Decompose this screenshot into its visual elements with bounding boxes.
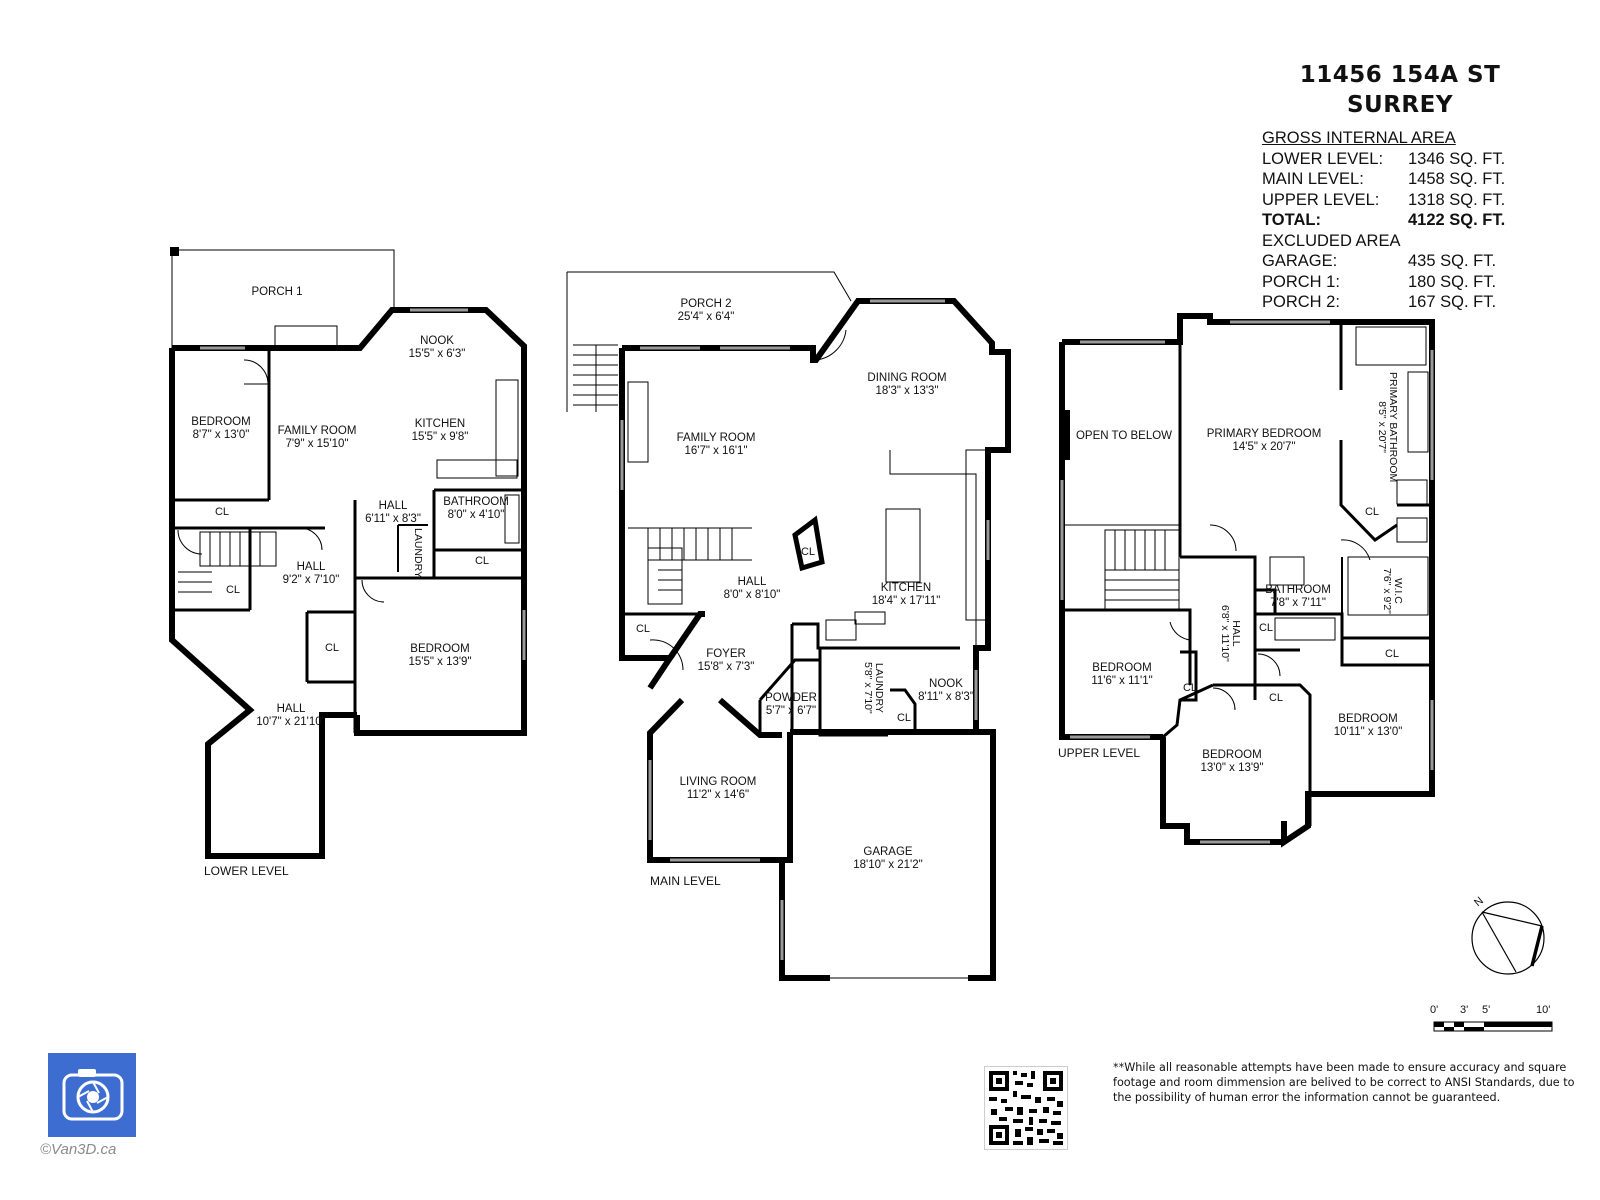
area-value: 4122 SQ. FT. (1408, 211, 1506, 229)
area-key: PORCH 2: (1262, 293, 1340, 311)
scale-tick: 5' (1482, 1004, 1491, 1016)
closet-label: CL (1384, 648, 1400, 660)
closet-label: CL (1364, 506, 1380, 518)
area-value: 1346 SQ. FT. (1408, 149, 1506, 168)
level-label-lower: LOWER LEVEL (204, 864, 289, 878)
area-key: MAIN LEVEL: (1262, 170, 1364, 188)
property-address: 11456 154A ST SURREY (1250, 60, 1550, 120)
area-row: PORCH 1: 180 SQ. FT. (1262, 272, 1505, 293)
area-value: 1318 SQ. FT. (1408, 190, 1506, 209)
qr-code-icon (989, 1071, 1063, 1145)
area-table: GROSS INTERNAL AREA LOWER LEVEL: 1346 SQ.… (1262, 128, 1505, 313)
camera-aperture-icon (62, 1069, 124, 1121)
room-porch1: PORCH 1 (251, 286, 303, 298)
scale-tick: 10' (1536, 1004, 1551, 1016)
main-level-walls (566, 271, 1011, 981)
area-value: 435 SQ. FT. (1408, 252, 1497, 270)
scale-tick: 0' (1430, 1004, 1439, 1016)
closet-label: CL (1258, 622, 1274, 634)
city-line: SURREY (1346, 92, 1454, 118)
compass-icon (1471, 901, 1545, 975)
area-row: PORCH 2: 167 SQ. FT. (1262, 292, 1505, 313)
closet-label: CL (1182, 682, 1198, 694)
area-value: 180 SQ. FT. (1408, 272, 1497, 291)
closet-label: CL (324, 642, 340, 654)
closet-label: CL (1268, 692, 1284, 704)
van3d-logo (48, 1053, 136, 1137)
level-label-upper: UPPER LEVEL (1058, 746, 1141, 760)
area-header: GROSS INTERNAL AREA (1262, 129, 1456, 147)
door-swings (177, 329, 1371, 711)
area-row: EXCLUDED AREA (1262, 231, 1505, 252)
area-key: EXCLUDED AREA (1262, 231, 1401, 250)
qr-code (984, 1066, 1068, 1150)
room-lower-laundry: LAUNDRY (412, 528, 424, 578)
area-key: GARAGE: (1262, 252, 1338, 270)
closet-label: CL (225, 584, 241, 596)
area-row: LOWER LEVEL: 1346 SQ. FT. (1262, 149, 1505, 170)
scale-tick: 3' (1460, 1004, 1469, 1016)
area-value: 167 SQ. FT. (1408, 293, 1497, 311)
area-value: 1458 SQ. FT. (1408, 170, 1506, 188)
closet-label: CL (214, 506, 230, 518)
closet-label: CL (800, 546, 816, 558)
lower-level-walls (169, 247, 527, 859)
area-key: PORCH 1: (1262, 272, 1340, 291)
room-open-to-below: OPEN TO BELOW (1075, 430, 1173, 442)
area-key: UPPER LEVEL: (1262, 190, 1380, 209)
area-key: LOWER LEVEL: (1262, 149, 1384, 168)
disclaimer-text: **While all reasonable attempts have bee… (1113, 1061, 1575, 1104)
closet-label: CL (635, 623, 651, 635)
closet-label: CL (896, 712, 912, 724)
level-label-main: MAIN LEVEL (650, 874, 721, 888)
scale-bar: 0' 3' 5' 10' (1430, 1004, 1560, 1044)
area-row: UPPER LEVEL: 1318 SQ. FT. (1262, 190, 1505, 211)
area-row: MAIN LEVEL: 1458 SQ. FT. (1262, 169, 1505, 190)
address-line: 11456 154A ST (1299, 62, 1501, 88)
area-key: TOTAL: (1262, 211, 1321, 229)
area-row: GARAGE: 435 SQ. FT. (1262, 251, 1505, 272)
windows (200, 299, 1434, 960)
closet-label: CL (474, 555, 490, 567)
area-row-total: TOTAL: 4122 SQ. FT. (1262, 210, 1505, 231)
scale-bar-graphic (1433, 1021, 1553, 1032)
brand-watermark: ©Van3D.ca (40, 1141, 117, 1158)
